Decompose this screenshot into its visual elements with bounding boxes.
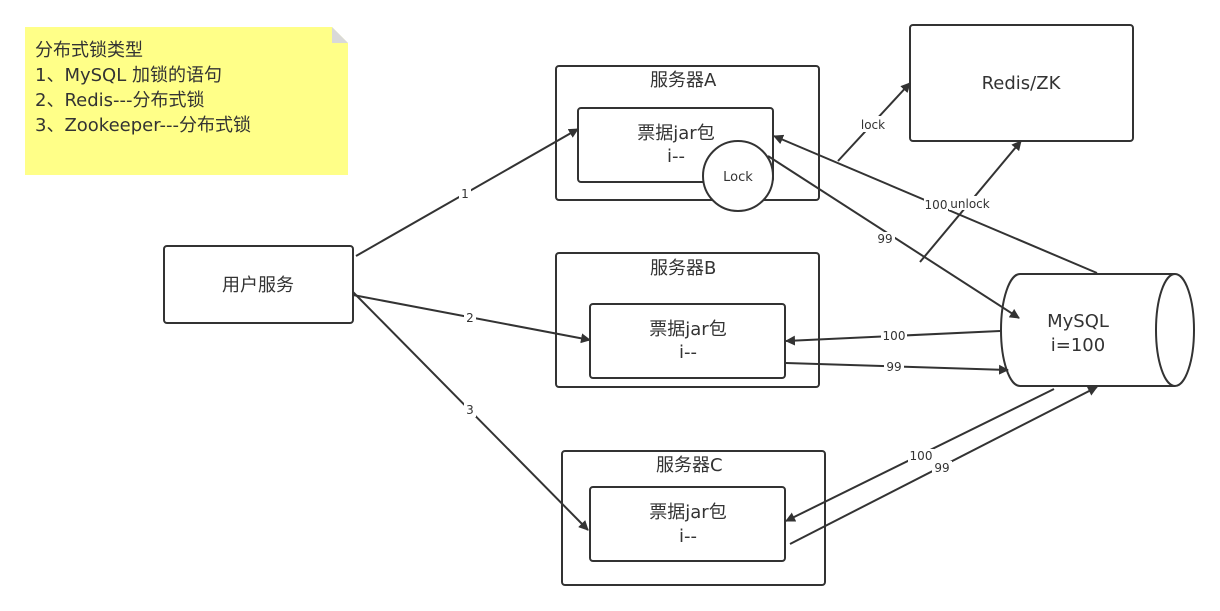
edge-a-lock: lock [837, 82, 911, 162]
edge-user-to-a: 1 [355, 128, 579, 257]
server-b-jar[interactable] [589, 303, 786, 379]
server-c-title: 服务器C [656, 455, 723, 476]
edge-label-99-b: 99 [886, 360, 901, 374]
server-b-title: 服务器B [650, 258, 716, 279]
server-a-jar-line2: i-- [667, 146, 685, 167]
server-c-jar-line2: i-- [679, 526, 697, 547]
lock-label: Lock [723, 170, 753, 185]
edge-mysql-to-b: 100 [785, 329, 1001, 346]
sticky-note: 分布式锁类型 1、MySQL 加锁的语句 2、Redis---分布式锁 3、Zo… [25, 27, 348, 175]
mysql-line1: MySQL [1047, 311, 1109, 332]
edge-label-100-c: 100 [910, 449, 933, 463]
user-service-node[interactable]: 用户服务 [163, 245, 354, 324]
edge-c-to-mysql: 99 [789, 386, 1098, 545]
edge-label-3: 3 [466, 403, 474, 417]
lock-circle [702, 140, 774, 212]
server-c-jar-line1: 票据jar包 [649, 502, 726, 523]
server-b-jar-line2: i-- [679, 342, 697, 363]
edge-user-to-b: 2 [352, 294, 591, 344]
edge-label-100-b: 100 [883, 329, 906, 343]
mysql-line2: i=100 [1051, 335, 1105, 356]
edge-label-lock: lock [861, 118, 885, 132]
redis-zk-node[interactable]: Redis/ZK [909, 24, 1134, 142]
server-c-jar[interactable] [589, 486, 786, 562]
edge-label-99-a: 99 [877, 232, 892, 246]
edge-label-99-c: 99 [934, 461, 949, 475]
edge-label-unlock: unlock [950, 197, 989, 211]
edge-mysql-to-c: 100 [785, 388, 1055, 522]
user-service-label: 用户服务 [222, 275, 294, 296]
note-line-1: 分布式锁类型 [35, 40, 143, 61]
note-line-2: 1、MySQL 加锁的语句 [35, 65, 222, 86]
redis-zk-label: Redis/ZK [982, 73, 1062, 94]
edge-a-to-mysql: 99 [767, 155, 1020, 319]
edge-label-1: 1 [461, 187, 469, 201]
edge-mysql-to-a: 100 unlock [773, 134, 1098, 274]
server-b-node[interactable]: 服务器B 票据jar包 i-- [555, 252, 820, 388]
server-c-node[interactable]: 服务器C 票据jar包 i-- [561, 450, 826, 586]
mysql-node[interactable]: MySQL i=100 [1000, 273, 1195, 387]
server-a-node[interactable]: 服务器A 票据jar包 i-- Lock [555, 65, 820, 212]
edge-user-to-c: 3 [352, 291, 589, 531]
note-line-4: 3、Zookeeper---分布式锁 [35, 115, 251, 136]
server-a-title: 服务器A [650, 70, 717, 91]
note-line-3: 2、Redis---分布式锁 [35, 90, 205, 111]
server-a-jar-line1: 票据jar包 [637, 123, 714, 144]
server-b-jar-line1: 票据jar包 [649, 319, 726, 340]
edge-label-100-a: 100 [925, 198, 948, 212]
edge-label-2: 2 [466, 311, 474, 325]
edge-b-to-mysql: 99 [785, 360, 1009, 375]
